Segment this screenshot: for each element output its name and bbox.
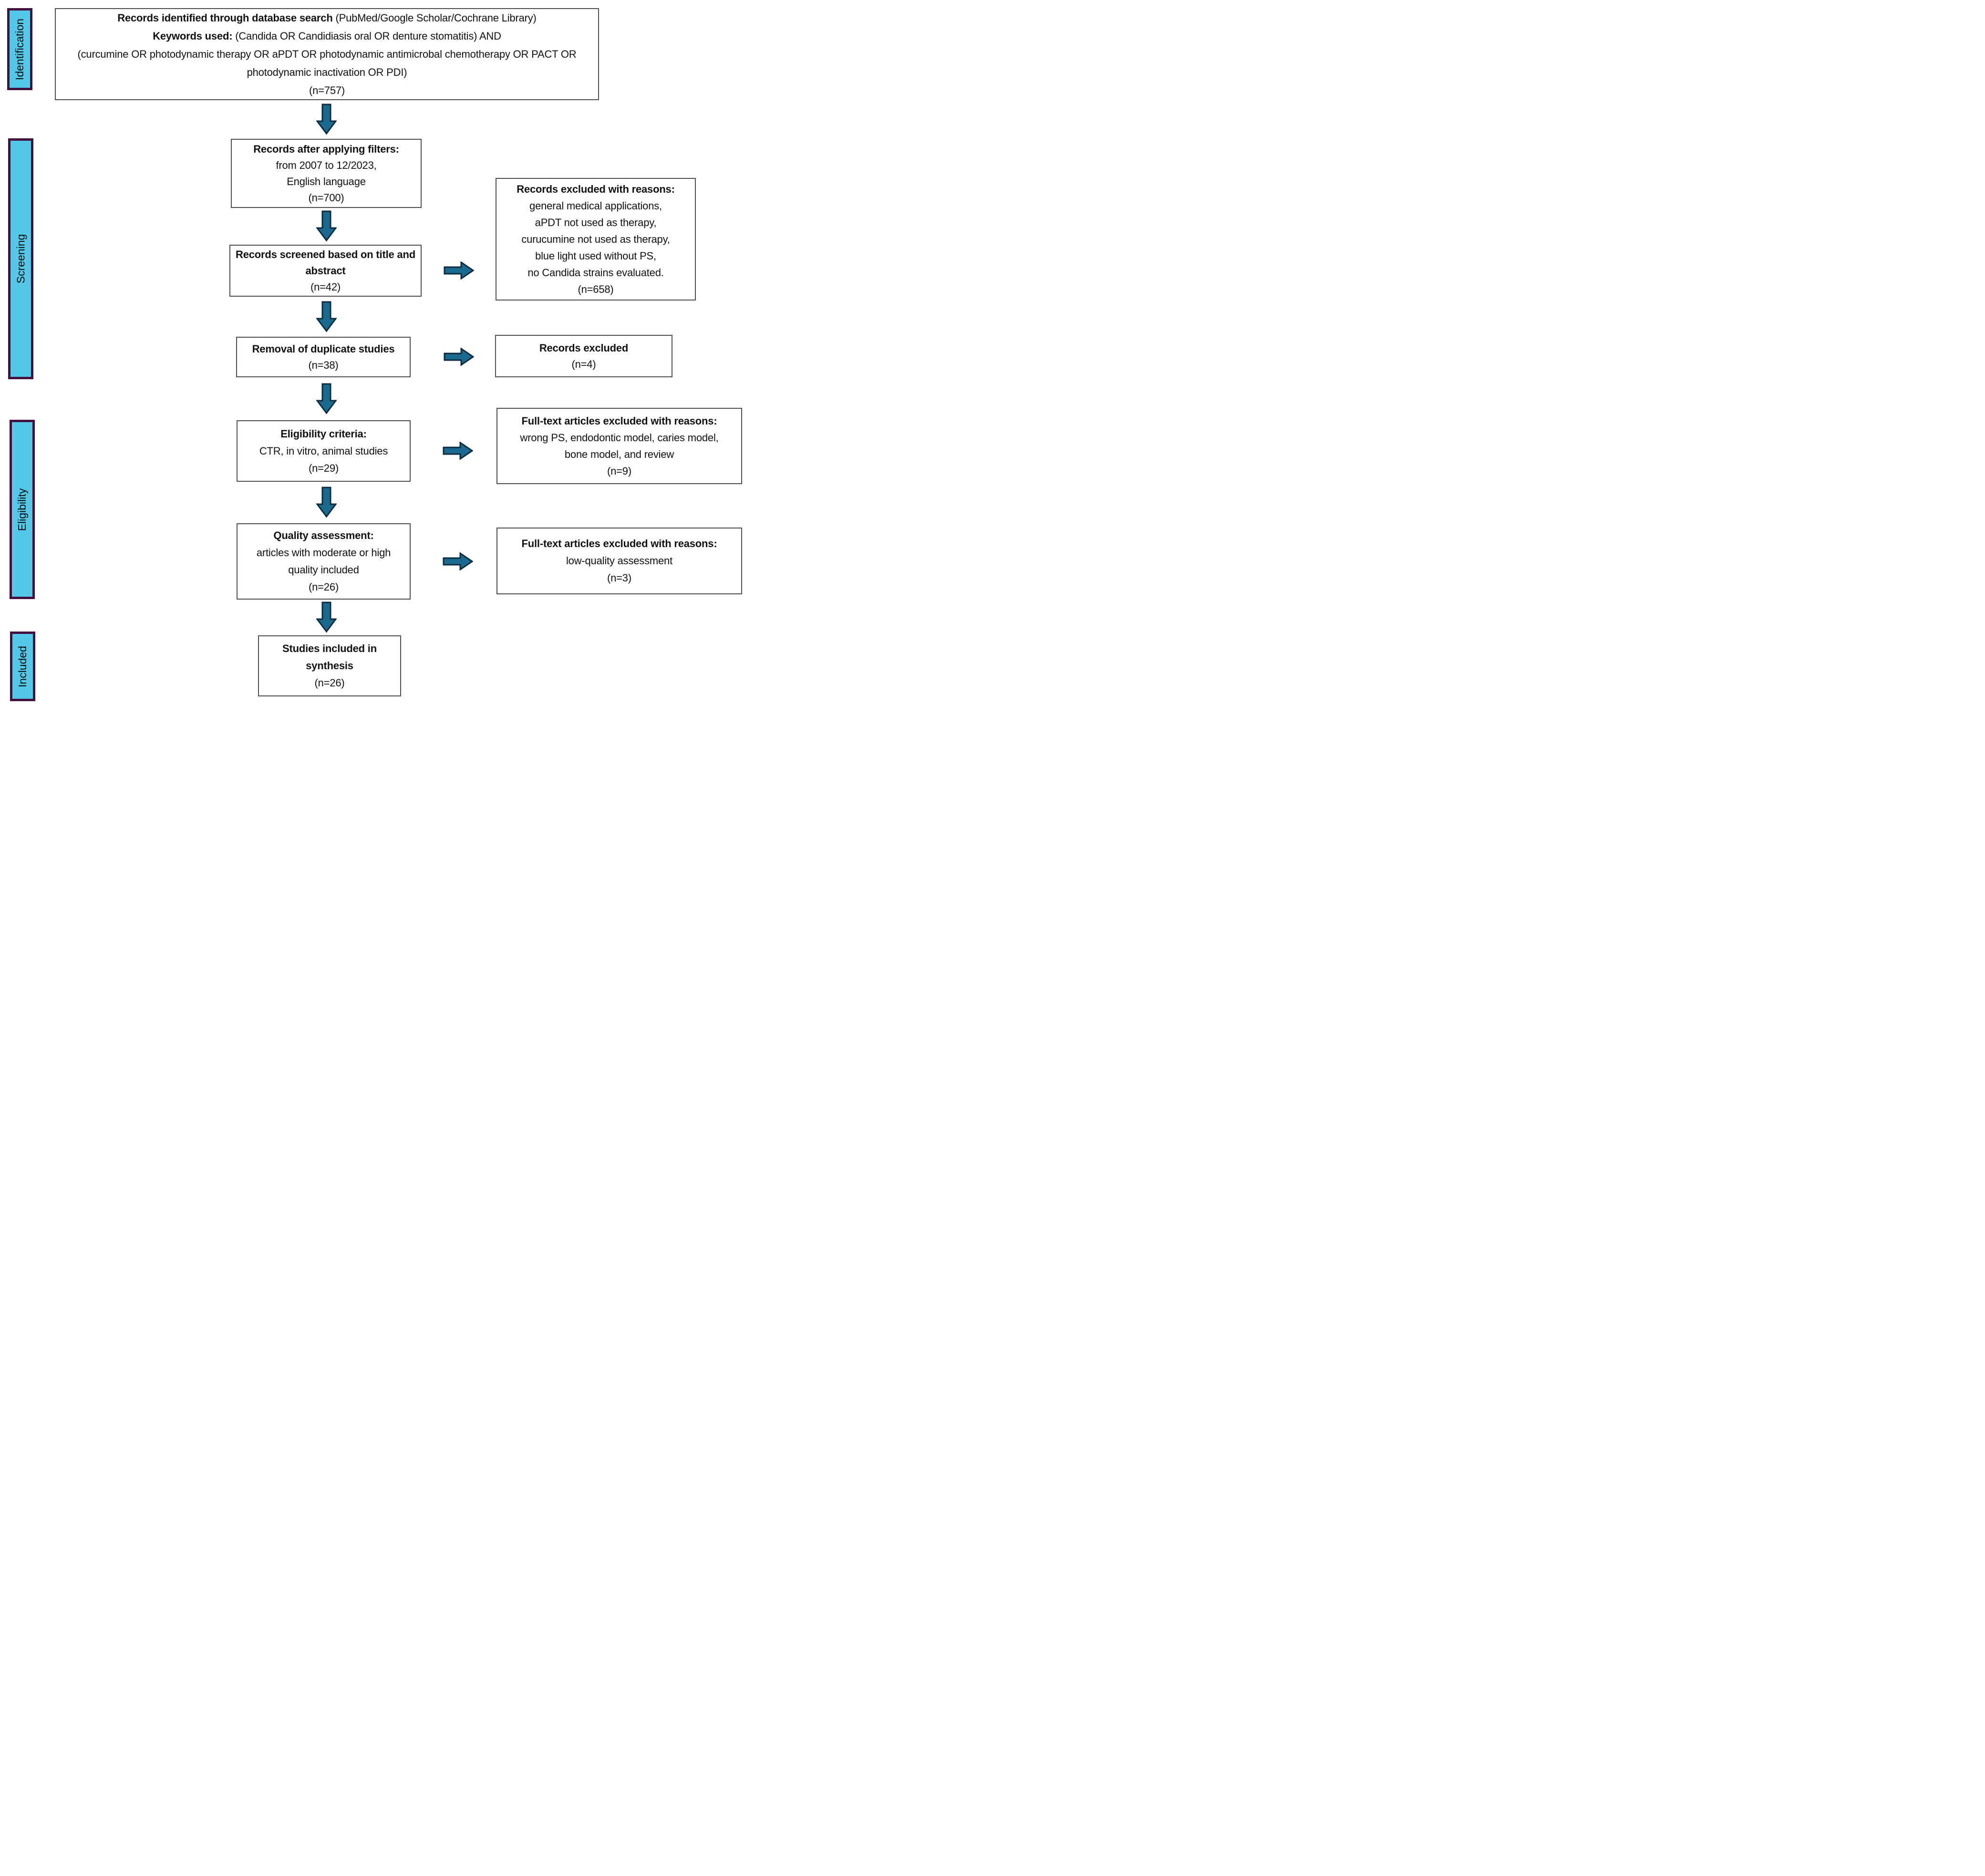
excluded-reasons-count: (n=658) (578, 283, 614, 295)
fulltext1-count: (n=9) (607, 465, 631, 477)
down-arrow-icon (316, 487, 337, 518)
fulltext-excluded-box-1: Full-text articles excluded with reasons… (496, 408, 742, 484)
quality-line-2: articles with moderate or high (256, 547, 391, 559)
box-title-line: Records identified through database sear… (56, 9, 598, 27)
synthesis-title-line-1: Studies included in (282, 643, 377, 654)
down-arrow-icon (316, 301, 337, 332)
down-arrow-icon (316, 383, 337, 415)
duplicates-title: Removal of duplicate studies (252, 342, 395, 355)
down-arrow-icon (316, 601, 337, 633)
records-excluded-title: Records excluded (539, 342, 629, 354)
duplicates-removal-box: Removal of duplicate studies (n=38) (236, 337, 411, 377)
fulltext1-title: Full-text articles excluded with reasons… (521, 415, 717, 427)
excluded-reason-2: aPDT not used as therapy, (535, 217, 657, 228)
prisma-flow-diagram: Identification Screening Eligibility Inc… (0, 0, 748, 706)
criteria-title: Eligibility criteria: (280, 427, 367, 440)
records-identified-title-rest: (PubMed/Google Scholar/Cochrane Library) (335, 11, 537, 24)
fulltext2-title: Full-text articles excluded with reasons… (521, 538, 717, 549)
records-identified-title-bold: Records identified through database sear… (117, 11, 336, 24)
records-excluded-box: Records excluded (n=4) (495, 335, 672, 377)
quality-assessment-box: Quality assessment: articles with modera… (237, 523, 411, 600)
down-arrow-icon (316, 210, 337, 242)
synthesis-title-line-2: synthesis (306, 660, 353, 672)
excluded-reason-3: curucumine not used as therapy, (521, 233, 670, 245)
records-screened-box: Records screened based on title and abst… (229, 245, 422, 297)
screened-title: Records screened based on title and abst… (236, 248, 415, 277)
stage-label-screening-text: Screening (14, 234, 27, 284)
fulltext1-reasons-line-1: wrong PS, endodontic model, caries model… (520, 432, 719, 444)
fulltext2-count: (n=3) (607, 572, 631, 584)
right-arrow-icon (444, 261, 474, 280)
records-excluded-count: (n=4) (571, 358, 596, 370)
down-arrow-icon (316, 104, 337, 135)
quality-count: (n=26) (308, 581, 339, 593)
filters-title: Records after applying filters: (253, 143, 399, 155)
stage-label-included-text: Included (16, 645, 29, 687)
stage-label-included: Included (10, 632, 35, 701)
filters-language: English language (287, 175, 366, 187)
records-excluded-reasons-box: Records excluded with reasons: general m… (496, 178, 696, 301)
excluded-reasons-title: Records excluded with reasons: (517, 183, 675, 195)
excluded-reason-5: no Candida strains evaluated. (527, 267, 664, 279)
fulltext-excluded-box-2: Full-text articles excluded with reasons… (496, 528, 742, 594)
keywords-line-2: (curcumine OR photodynamic therapy OR aP… (77, 48, 577, 60)
filters-dates: from 2007 to 12/2023, (276, 159, 377, 171)
right-arrow-icon (443, 442, 473, 460)
keywords-line-3: photodynamic inactivation OR PDI) (247, 66, 407, 78)
records-after-filters-box: Records after applying filters: from 200… (231, 139, 422, 208)
excluded-reason-1: general medical applications, (529, 200, 662, 212)
quality-title: Quality assessment: (273, 529, 374, 541)
stage-label-eligibility-text: Eligibility (16, 488, 29, 531)
excluded-reason-4: blue light used without PS, (535, 250, 656, 262)
criteria-types: CTR, in vitro, animal studies (259, 445, 388, 457)
synthesis-count: (n=26) (314, 677, 345, 689)
duplicates-count: (n=38) (308, 359, 339, 371)
records-identified-count: (n=757) (309, 84, 345, 96)
stage-label-identification: Identification (7, 8, 32, 90)
records-identified-box: Records identified through database sear… (55, 8, 599, 100)
fulltext1-reasons-line-2: bone model, and review (564, 448, 674, 460)
right-arrow-icon (444, 348, 474, 366)
fulltext2-reason: low-quality assessment (566, 555, 673, 567)
studies-included-box: Studies included in synthesis (n=26) (258, 635, 401, 696)
criteria-count: (n=29) (308, 462, 339, 474)
stage-label-identification-text: Identification (13, 18, 26, 80)
keywords-line: Keywords used: (Candida OR Candidiasis o… (56, 27, 598, 45)
keywords-rest: (Candida OR Candidiasis oral OR denture … (235, 30, 501, 42)
quality-line-3: quality included (288, 564, 359, 576)
filters-count: (n=700) (308, 191, 344, 204)
keywords-label-bold: Keywords used: (153, 30, 236, 42)
right-arrow-icon (443, 552, 473, 570)
stage-label-eligibility: Eligibility (10, 420, 35, 599)
stage-label-screening: Screening (8, 138, 33, 379)
eligibility-criteria-box: Eligibility criteria: CTR, in vitro, ani… (237, 420, 411, 482)
screened-count: (n=42) (310, 280, 341, 293)
